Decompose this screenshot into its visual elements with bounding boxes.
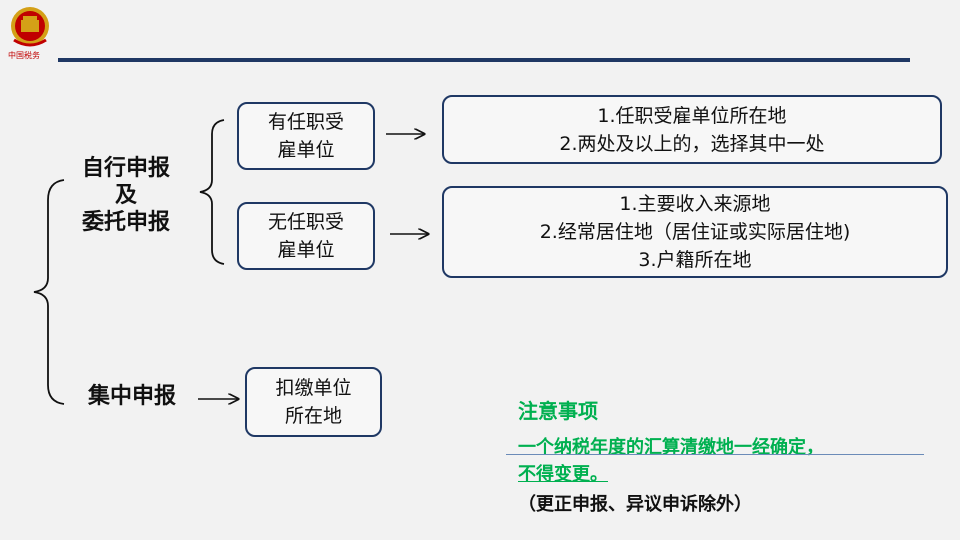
no-employer-box: 无任职受 雇单位: [237, 202, 375, 270]
note-exception: （更正申报、异议申诉除外）: [518, 494, 752, 515]
note-line-1: 一个纳税年度的汇算清缴地一经确定，: [518, 437, 824, 458]
note-line-2: 不得变更。: [518, 464, 608, 485]
note-title: 注意事项: [518, 399, 598, 423]
no-employer-options-box: 1.主要收入来源地 2.经常居住地（居住证或实际居住地) 3.户籍所在地: [442, 186, 948, 278]
tax-emblem-icon: [11, 7, 49, 47]
self-declare-label: 自行申报 及 委托申报: [81, 156, 170, 235]
has-employer-box: 有任职受 雇单位: [237, 102, 375, 170]
header-rule: [58, 58, 910, 62]
withholding-box: 扣缴单位 所在地: [245, 367, 382, 437]
sub-brace: [199, 119, 225, 265]
note-separator: [506, 454, 924, 455]
main-brace: [33, 179, 65, 405]
has-employer-options-box: 1.任职受雇单位所在地 2.两处及以上的，选择其中一处: [442, 95, 942, 164]
centralized-label: 集中申报: [87, 384, 176, 409]
logo-text: 中国税务: [8, 51, 40, 60]
